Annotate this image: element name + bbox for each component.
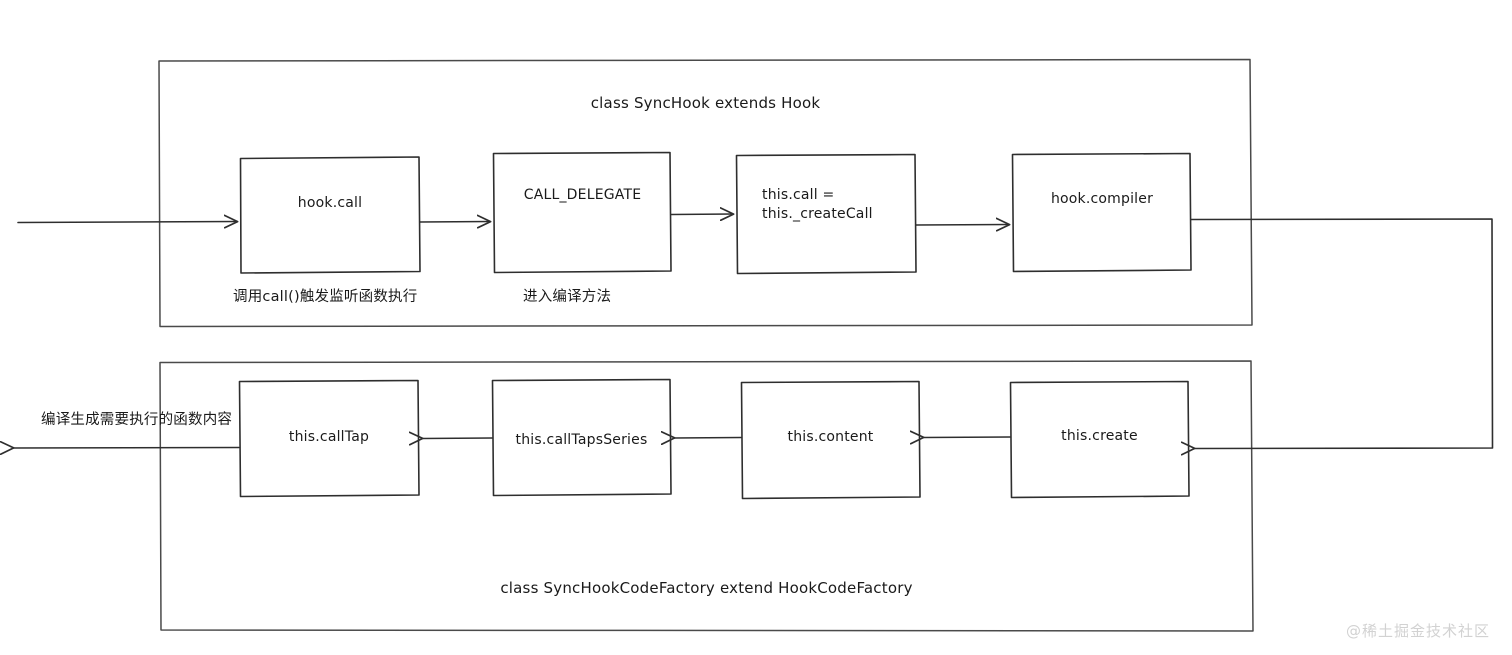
- note-this-calltap: 编译生成需要执行的函数内容: [41, 412, 233, 428]
- box-label-hook-compiler: hook.compiler: [1050, 191, 1154, 207]
- box-this-content: [740, 380, 921, 500]
- box-label-call-delegate: CALL_DELEGATE: [523, 187, 642, 203]
- watermark: @稀土掘金技术社区: [1345, 622, 1490, 640]
- frame-top-caption: class SyncHook extends Hook: [590, 94, 821, 112]
- box-label-this-call-line2: this._createCall: [762, 206, 873, 222]
- arrow-calltapsseries-to-calltap: [422, 438, 493, 439]
- box-hook-compiler: [1011, 152, 1192, 273]
- frame-top-section: [158, 58, 1253, 328]
- box-label-this-calltapsseries: this.callTapsSeries: [515, 432, 648, 448]
- note-hook-call: 调用call()触发监听函数执行: [233, 289, 418, 305]
- box-label-this-content: this.content: [787, 429, 874, 445]
- box-this-call: [735, 153, 917, 275]
- arrow-thiscontent-to-calltapsseries: [674, 438, 742, 439]
- arrow-entry: [17, 222, 237, 223]
- box-this-calltapsseries: [491, 378, 672, 497]
- arrow-exit: [13, 448, 240, 449]
- box-label-this-create: this.create: [1061, 428, 1138, 444]
- arrow-calldelegate-to-thiscall: [670, 214, 733, 215]
- note-call-delegate: 进入编译方法: [523, 289, 612, 305]
- box-label-this-calltap: this.callTap: [288, 429, 370, 445]
- arrow-hookcall-to-calldelegate: [419, 222, 490, 223]
- arrow-hookcompiler-to-thiscreate: [1191, 218, 1494, 449]
- box-hook-call: [239, 156, 421, 274]
- box-label-this-call-line1: this.call =: [762, 187, 835, 203]
- frame-bottom-section: [159, 360, 1254, 632]
- box-this-create: [1009, 380, 1190, 499]
- box-label-hook-call: hook.call: [297, 195, 363, 211]
- frame-bottom-caption: class SyncHookCodeFactory extend HookCod…: [500, 579, 913, 597]
- box-call-delegate: [492, 151, 672, 274]
- arrow-thiscall-to-hookcompiler: [915, 225, 1009, 226]
- box-this-calltap: [238, 379, 420, 498]
- arrow-thiscreate-to-thiscontent: [923, 437, 1011, 438]
